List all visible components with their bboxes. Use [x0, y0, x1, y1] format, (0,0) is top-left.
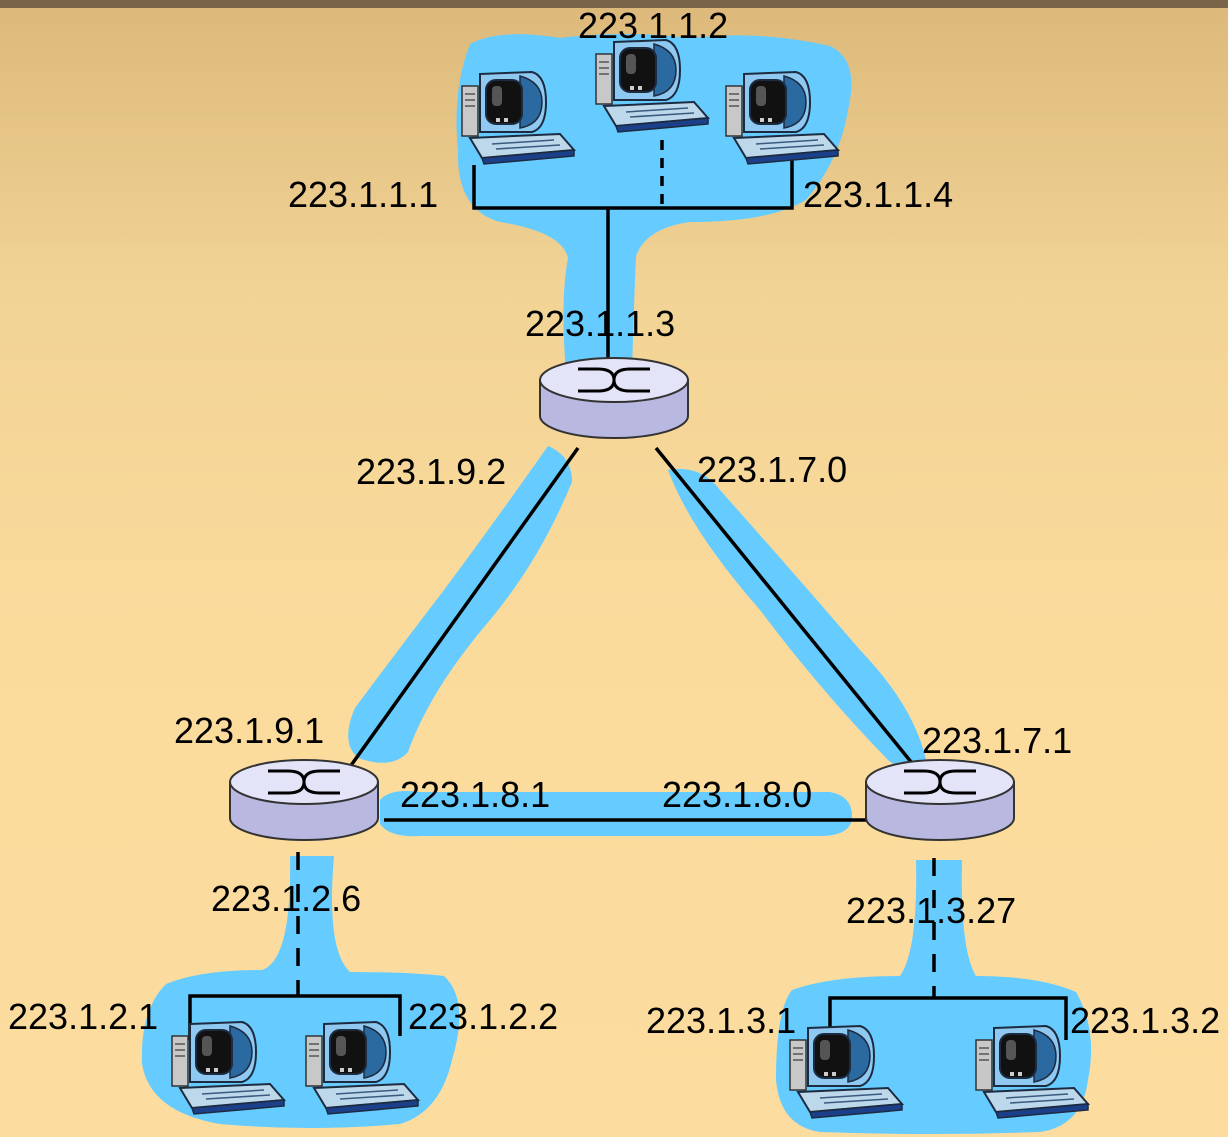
- label-223-1-2-6: 223.1.2.6: [211, 878, 361, 919]
- subnet-left-link: [348, 446, 572, 763]
- bottom-right-bus: [828, 996, 1068, 1040]
- router-left: [228, 758, 380, 842]
- top-bus: [472, 160, 794, 210]
- label-223-1-2-1: 223.1.2.1: [8, 996, 158, 1037]
- label-223-1-1-2: 223.1.1.2: [578, 5, 728, 46]
- label-223-1-9-1: 223.1.9.1: [174, 710, 324, 751]
- label-223-1-9-2: 223.1.9.2: [356, 451, 506, 492]
- link-top-router-right-router: [654, 446, 918, 770]
- subnet-bottom-link: [380, 791, 852, 837]
- label-223-1-7-1: 223.1.7.1: [922, 720, 1072, 761]
- router-top: [538, 356, 690, 440]
- slide-top-bar: [0, 0, 1228, 8]
- label-223-1-3-27: 223.1.3.27: [846, 890, 1016, 931]
- subnet-right-link: [668, 468, 926, 768]
- router-right: [864, 758, 1016, 842]
- network-links: [188, 140, 1068, 1040]
- bottom-left-bus: [188, 994, 402, 1040]
- label-223-1-3-1: 223.1.3.1: [646, 1000, 796, 1041]
- label-223-1-8-0: 223.1.8.0: [662, 774, 812, 815]
- link-top-router-left-router: [340, 446, 580, 780]
- label-223-1-2-2: 223.1.2.2: [408, 996, 558, 1037]
- label-223-1-1-1: 223.1.1.1: [288, 174, 438, 215]
- label-223-1-7-0: 223.1.7.0: [697, 449, 847, 490]
- label-223-1-1-4: 223.1.1.4: [803, 174, 953, 215]
- label-223-1-8-1: 223.1.8.1: [400, 774, 550, 815]
- label-223-1-1-3: 223.1.1.3: [525, 303, 675, 344]
- label-223-1-3-2: 223.1.3.2: [1070, 1000, 1220, 1041]
